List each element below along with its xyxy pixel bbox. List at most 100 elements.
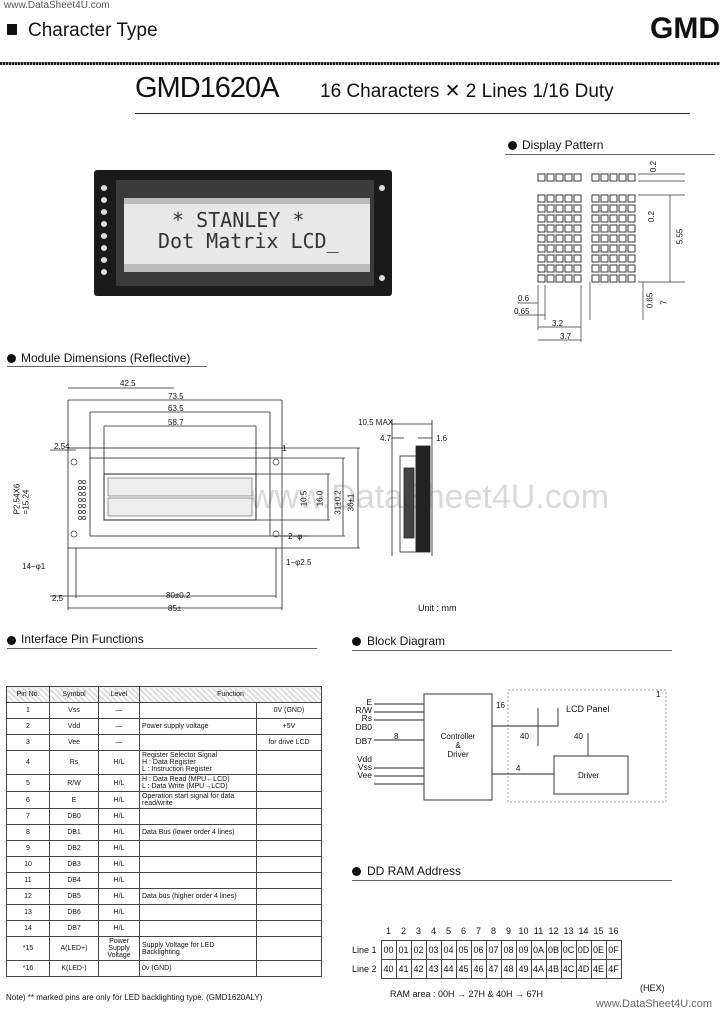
block-n4: 4 bbox=[516, 764, 521, 773]
ddram-col-number: 14 bbox=[578, 926, 589, 936]
pin-function: 0v (GND) bbox=[139, 960, 257, 977]
ddram-cell: 04 bbox=[440, 940, 457, 960]
ddram-bullet-icon bbox=[352, 867, 361, 876]
display-pattern-bullet-icon bbox=[508, 141, 517, 150]
ddram-cell: 40 bbox=[380, 959, 397, 979]
pin-number: 10 bbox=[6, 856, 50, 873]
ddram-cell: 0B bbox=[545, 940, 562, 960]
dp-dim-c: 5.55 bbox=[675, 228, 685, 245]
pin-function-detail: 0V (GND) bbox=[256, 702, 322, 719]
ddram-col-number: 7 bbox=[476, 926, 482, 936]
pin-function bbox=[139, 840, 257, 857]
pin-symbol: DB7 bbox=[49, 920, 99, 937]
pins-rule bbox=[7, 648, 317, 649]
pin-level: H/L bbox=[98, 872, 140, 889]
pin-number: 7 bbox=[6, 808, 50, 825]
pins-note: Note) ** marked pins are only for LED ba… bbox=[6, 993, 263, 1002]
pin-function-detail bbox=[256, 888, 322, 905]
ddram-cell: 4D bbox=[575, 959, 592, 979]
pin-function bbox=[139, 808, 257, 825]
block-input-vss: Vss bbox=[357, 762, 372, 773]
unit-label: Unit : mm bbox=[418, 603, 457, 613]
ddram-cell: 4A bbox=[530, 959, 547, 979]
block-diagram: Controller & Driver Driver LCD Panel 16 … bbox=[348, 688, 678, 808]
block-input-db7: DB7 bbox=[355, 735, 372, 746]
ddram-cell: 09 bbox=[515, 940, 532, 960]
pin-level: H/L bbox=[98, 904, 140, 921]
ddram-cell: 42 bbox=[410, 959, 427, 979]
ddram-cell: 00 bbox=[380, 940, 397, 960]
lcd-module-graphic bbox=[94, 170, 392, 296]
ddram-cell: 4B bbox=[545, 959, 562, 979]
pin-level: H/L bbox=[98, 774, 140, 792]
side-dim-1-6: 1.6 bbox=[436, 434, 448, 443]
module-dims-bullet-icon bbox=[7, 354, 16, 363]
ddram-col-number: 4 bbox=[431, 926, 437, 936]
pin-symbol: DB6 bbox=[49, 904, 99, 921]
block-n8: 8 bbox=[394, 732, 399, 741]
ddram-cell: 43 bbox=[425, 959, 442, 979]
block-n1: 1 bbox=[656, 690, 661, 699]
pin-number: 4 bbox=[6, 750, 50, 775]
md-dim-73-5: 73.5 bbox=[168, 392, 184, 401]
block-driver: Driver bbox=[578, 771, 600, 780]
pin-symbol: DB2 bbox=[49, 840, 99, 857]
dp-dim-b: 0.2 bbox=[647, 210, 657, 223]
dp-dim-d: 0.65 bbox=[645, 292, 655, 309]
pins-header-row: Pin No. Symbol Level Function bbox=[6, 686, 322, 703]
ddram-cell: 41 bbox=[395, 959, 412, 979]
pin-level: H/L bbox=[98, 856, 140, 873]
pin-number: 1 bbox=[6, 702, 50, 719]
header-rule bbox=[0, 62, 720, 65]
pin-function: H : Data Read (MPU←LCD) L : Data Write (… bbox=[139, 774, 257, 792]
pin-number: *15 bbox=[6, 936, 50, 961]
pin-symbol: DB1 bbox=[49, 824, 99, 841]
pin-number: 14 bbox=[6, 920, 50, 937]
md-dim-58-7: 58.7 bbox=[168, 418, 184, 427]
ddram-cell: 0A bbox=[530, 940, 547, 960]
pin-level: H/L bbox=[98, 791, 140, 809]
ddram-cell: 0E bbox=[590, 940, 607, 960]
pin-number: 9 bbox=[6, 840, 50, 857]
pin-function-detail: +5V bbox=[256, 718, 322, 735]
pin-function: Data bus (higher order 4 lines) bbox=[139, 888, 257, 905]
ddram-col-number: 10 bbox=[518, 926, 529, 936]
block-controller: Controller & Driver bbox=[440, 732, 476, 759]
pin-symbol: A(LED+) bbox=[49, 936, 99, 961]
dp-dim-i: 3.7 bbox=[560, 332, 572, 341]
md-dim-80: 80±0.2 bbox=[166, 591, 191, 600]
pin-function bbox=[139, 734, 257, 751]
display-pattern-rule bbox=[505, 154, 715, 155]
pin-symbol: E bbox=[49, 791, 99, 809]
ddram-hex: (HEX) bbox=[640, 983, 665, 993]
ddram-col-number: 12 bbox=[548, 926, 559, 936]
block-input-vdd: Vdd bbox=[356, 754, 372, 765]
ddram-cell: 08 bbox=[500, 940, 517, 960]
ddram-cell: 01 bbox=[395, 940, 412, 960]
block-input-vee: Vee bbox=[357, 770, 372, 781]
ddram-title: DD RAM Address bbox=[367, 864, 462, 878]
block-inputs: E R/W Rs DB0 DB7 Vdd Vss Vee bbox=[350, 698, 372, 780]
ddram-cell: 0D bbox=[575, 940, 592, 960]
ddram-col-number: 6 bbox=[461, 926, 467, 936]
ddram-cell: 02 bbox=[410, 940, 427, 960]
ddram-line2-label: Line 2 bbox=[352, 964, 377, 974]
pin-function-detail bbox=[256, 774, 322, 792]
ddram-cell: 4C bbox=[560, 959, 577, 979]
block-n40a: 40 bbox=[520, 732, 529, 741]
pin-function-detail bbox=[256, 824, 322, 841]
ddram-cell: 0F bbox=[605, 940, 622, 960]
ddram-col-number: 13 bbox=[563, 926, 574, 936]
block-input-rs: Rs bbox=[361, 713, 372, 724]
pins-col-function: Function bbox=[139, 686, 322, 703]
pin-function: Data Bus (lower order 4 lines) bbox=[139, 824, 257, 841]
